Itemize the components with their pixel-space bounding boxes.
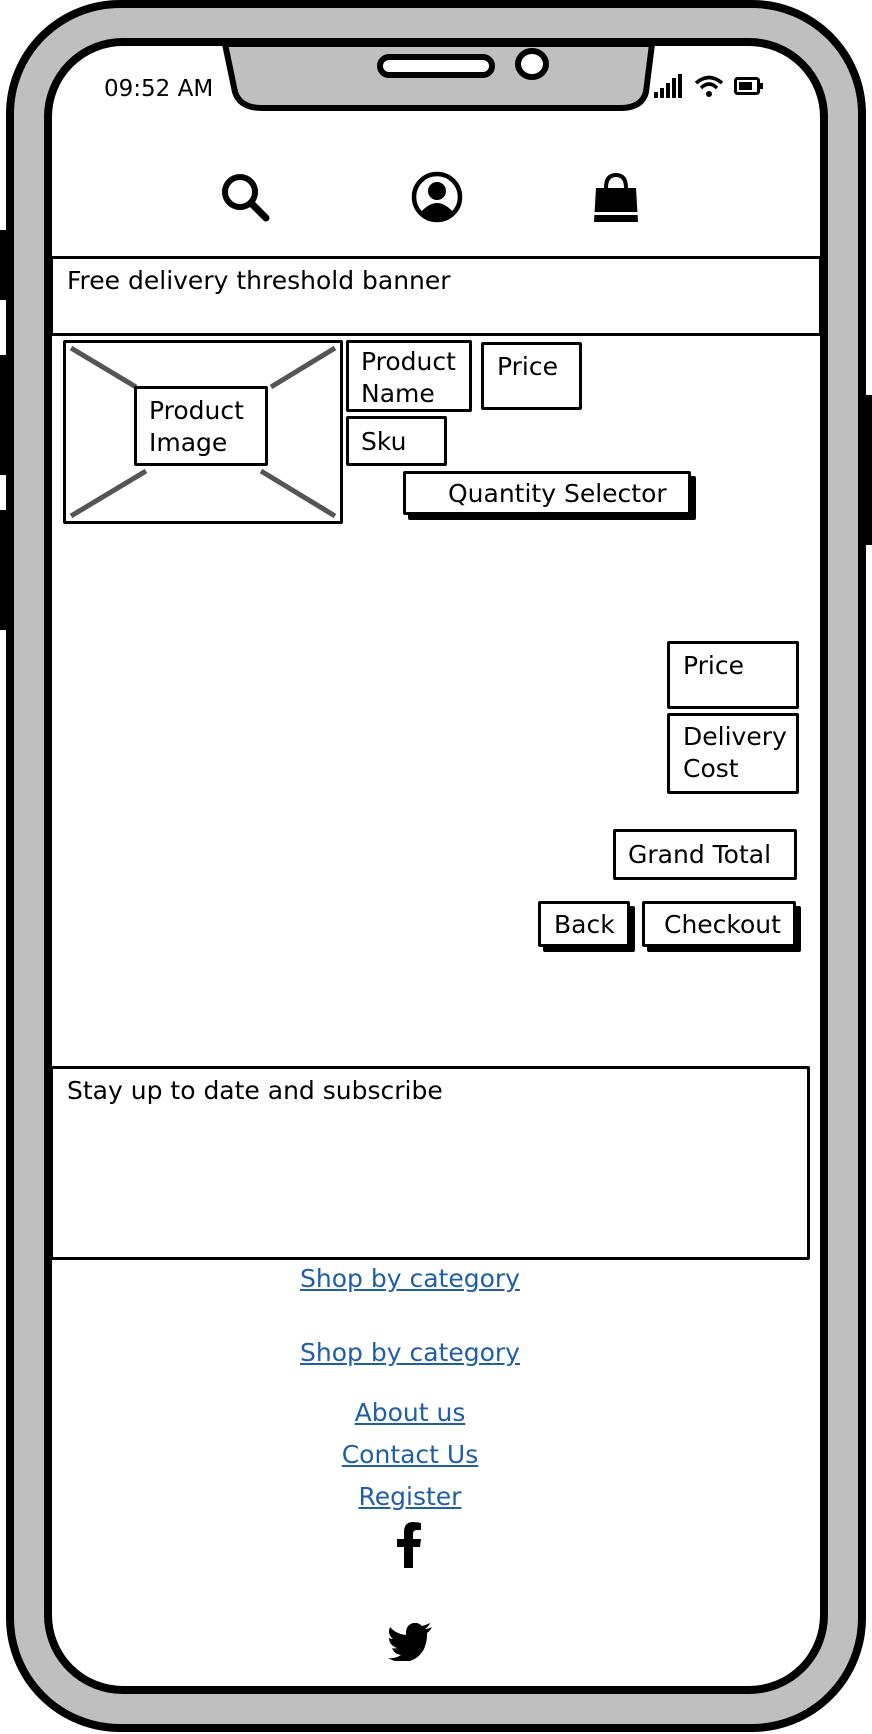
subscribe-section: Stay up to date and subscribe [50, 1066, 810, 1260]
product-name-label: Product Name [361, 347, 456, 408]
image-placeholder-lines [69, 345, 337, 519]
product-image-label-box: Product Image [134, 386, 268, 466]
product-image-label: Product Image [149, 396, 244, 457]
product-sku: Sku [346, 416, 447, 466]
shopping-bag-icon[interactable] [590, 172, 642, 224]
battery-icon [734, 77, 763, 95]
summary-price-label: Price [683, 651, 744, 680]
delivery-cost: Delivery Cost [667, 713, 799, 794]
quantity-selector[interactable]: Quantity Selector [403, 471, 691, 515]
product-image: Product Image [63, 340, 343, 524]
footer-link-about-us[interactable]: About us [354, 1398, 466, 1427]
checkout-button[interactable]: Checkout [642, 901, 796, 947]
footer-link-contact-us[interactable]: Contact Us [341, 1440, 479, 1469]
twitter-icon[interactable] [388, 1623, 434, 1661]
wifi-icon [694, 75, 724, 97]
footer-link-shop-by-category-2[interactable]: Shop by category [300, 1338, 520, 1367]
product-sku-label: Sku [361, 427, 407, 456]
summary-price: Price [667, 641, 799, 709]
product-price: Price [481, 342, 582, 410]
checkout-button-label: Checkout [664, 910, 781, 939]
search-icon[interactable] [220, 172, 272, 224]
subscribe-label: Stay up to date and subscribe [67, 1076, 443, 1105]
grand-total: Grand Total [613, 829, 797, 880]
user-account-icon[interactable] [410, 170, 464, 224]
banner-label: Free delivery threshold banner [67, 266, 451, 295]
facebook-icon[interactable] [396, 1522, 422, 1568]
footer-link-shop-by-category[interactable]: Shop by category [300, 1264, 520, 1293]
status-time: 09:52 AM [104, 76, 214, 102]
delivery-cost-label: Delivery Cost [683, 722, 787, 783]
footer-link-register[interactable]: Register [358, 1482, 462, 1511]
product-name: Product Name [346, 340, 472, 412]
grand-total-label: Grand Total [628, 840, 772, 869]
free-delivery-banner: Free delivery threshold banner [50, 256, 822, 336]
product-price-label: Price [497, 352, 558, 381]
cellular-signal-icon [654, 74, 682, 98]
back-button-label: Back [554, 910, 615, 939]
quantity-selector-label: Quantity Selector [448, 479, 667, 508]
back-button[interactable]: Back [538, 901, 630, 947]
